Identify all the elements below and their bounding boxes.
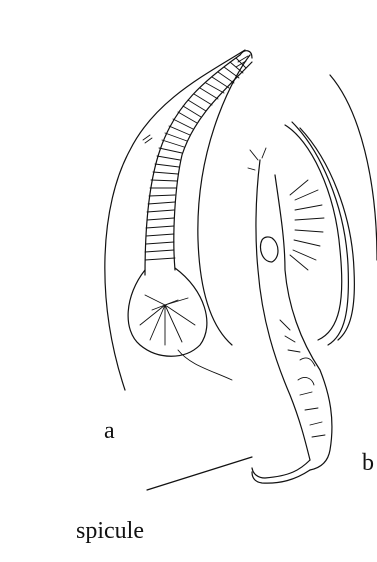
panel-b-gland [260, 237, 278, 262]
panel-a-lower-fiber [178, 350, 232, 380]
panel-b-tail-left [256, 160, 310, 460]
panel-b-spicule-inner [252, 470, 310, 483]
panel-a-label: a [104, 418, 115, 444]
panel-b-upper-hairs [248, 148, 266, 170]
panel-a-drawing [105, 50, 252, 390]
panel-b-tail-marks [298, 358, 315, 385]
panel-a-bulb-lines [140, 295, 195, 345]
panel-b-drawing [248, 75, 377, 483]
panel-a-inner-outline [198, 55, 250, 345]
panel-b-inner-body-3 [300, 128, 354, 340]
panel-b-outer-body [330, 75, 377, 260]
spicule-label: spicule [76, 518, 144, 544]
panel-b-inner-body [285, 125, 342, 340]
panel-a-striations [145, 58, 246, 260]
panel-a-buccal-lines [236, 56, 248, 67]
panel-a-small-mark [143, 135, 152, 143]
spicule-pointer-line [147, 457, 252, 490]
panel-a-esophageal-bulb [128, 268, 207, 356]
panel-a-esophagus-right-wall [174, 62, 252, 270]
panel-b-bursa-lines [290, 180, 324, 270]
panel-b-label: b [362, 450, 374, 476]
